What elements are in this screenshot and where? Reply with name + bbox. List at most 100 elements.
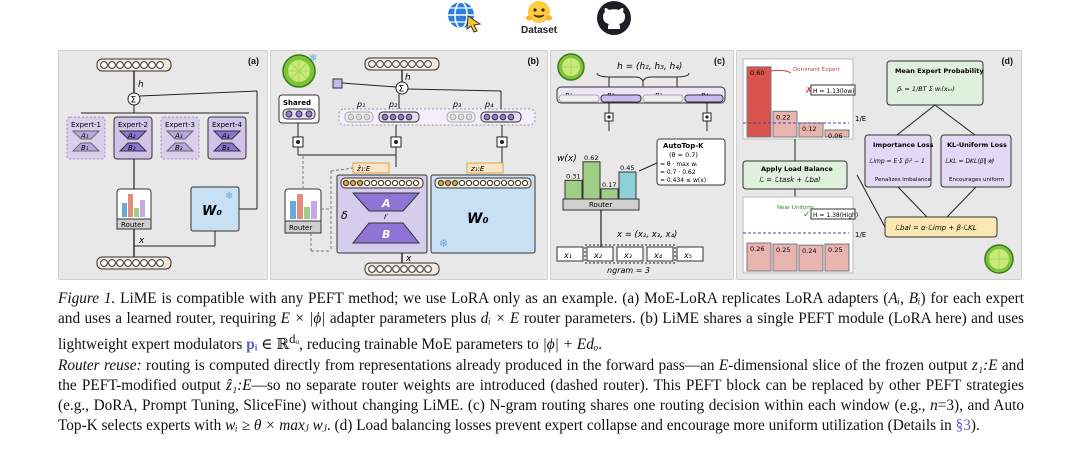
topk-title: AutoTop-K — [663, 142, 704, 150]
top-bar-label: 0.06 — [828, 132, 842, 140]
kl-eq: ℒKL = DKL(p̄‖𝒰) — [945, 158, 994, 165]
r-label: r — [384, 212, 388, 221]
svg-text:❄: ❄ — [439, 237, 448, 250]
panel-a-diagram: h Σ Expert-1 A₁ B₁ Expert-2 A₂ B₂ — [66, 58, 258, 270]
dominant-expert-label: Dominant Expert — [793, 67, 841, 73]
topk-line-2: = 0.7 · 0.62 — [660, 169, 696, 176]
caption-math: Aᵢ, Bᵢ — [888, 290, 921, 307]
top-bar — [746, 66, 772, 138]
svg-text:✗: ✗ — [805, 86, 813, 96]
caption-text: routing is computed directly from repres… — [141, 356, 719, 374]
router-label: Router — [589, 201, 612, 209]
expert-b: B₃ — [175, 144, 183, 152]
top-expert-bars: 0.600.220.120.06 — [746, 66, 850, 140]
kl-sub: Encourages uniform — [949, 177, 1004, 183]
caption-math: ∈ ℝ — [257, 336, 290, 354]
panel-b-label: (b) — [527, 56, 540, 66]
bottom-bar — [746, 242, 772, 272]
expert-title: Expert-2 — [118, 121, 148, 129]
apply-title: Apply Load Balance — [761, 165, 833, 173]
token: x₃ — [623, 251, 632, 260]
expert-4: Expert-4 A₄ B₄ — [207, 116, 247, 160]
expert-1: Expert-1 A₁ B₁ — [66, 116, 106, 160]
w0-block-b: W₀ ❄ — [430, 174, 536, 254]
token: x₄ — [653, 251, 663, 260]
bottom-bar-label: 0.25 — [828, 246, 842, 254]
lime-logo: ❄ — [282, 53, 317, 88]
apply-load-balance-box: Apply Load Balance ℒ = ℒtask + ℒbal — [742, 160, 848, 190]
caption-text: ). — [970, 417, 980, 435]
caption-router-reuse: Router reuse: — [58, 356, 142, 374]
panel-a-label: (a) — [248, 56, 259, 66]
topk-line-3: = 0.434 ≤ w(x) — [660, 177, 706, 184]
ngram-label: ngram = 3 — [607, 266, 650, 275]
dataset-link[interactable]: Dataset — [521, 0, 557, 36]
caption-text: ) for each expert and uses a learned rou… — [58, 290, 1024, 328]
bottom-bar-label: 0.24 — [802, 247, 816, 255]
caption-math: |ϕ| + Edₒ — [542, 336, 599, 354]
lime-logo — [984, 244, 1014, 274]
token: x₁ — [563, 251, 572, 260]
imp-sub: Penalizes imbalance — [875, 177, 931, 183]
token: x₅ — [683, 251, 692, 260]
input-tokens — [100, 259, 164, 267]
caption-text: —so no separate router weights are intro… — [58, 376, 1025, 415]
panel-a: (a) h Σ Expert-1 A₁ B₁ — [58, 50, 268, 280]
router-label: Router — [289, 224, 312, 232]
caption-section-link[interactable]: §3 — [955, 417, 971, 435]
panel-d-diagram: 0.600.220.120.06 1/E Dominant Expert H =… — [742, 58, 1014, 274]
sum-symbol: Σ — [399, 85, 405, 95]
panel-c-label: (c) — [714, 56, 725, 66]
entropy-high: H = 1.38(High) — [813, 212, 858, 219]
caption-math: pᵢ — [246, 336, 258, 354]
bottom-bar — [824, 243, 850, 272]
bal-eq: ℒbal = α·ℒimp + β·ℒKL — [895, 224, 977, 232]
h-label: h — [405, 73, 411, 83]
lime-logo — [557, 53, 585, 81]
imp-title: Importance Loss — [873, 141, 934, 149]
expert-b: B₄ — [222, 144, 230, 152]
caption-math: E × |ϕ| — [280, 310, 326, 328]
w0-label: W₀ — [202, 204, 222, 219]
shared-modulator: Shared — [278, 94, 320, 124]
svg-text:❄: ❄ — [309, 53, 317, 64]
top-bar — [824, 129, 850, 138]
z-hat-label: ẑ₁:E — [356, 165, 371, 173]
expert-a: A₄ — [221, 132, 230, 140]
caption-text: LiME is compatible with any PEFT method;… — [115, 290, 889, 307]
mean-title: Mean Expert Probability — [895, 67, 984, 75]
website-link[interactable] — [444, 0, 484, 34]
router-bar — [564, 179, 583, 200]
router-bar-label: 0.45 — [620, 164, 634, 172]
router-b: Router — [284, 188, 322, 234]
wx-label: w(x) — [557, 154, 577, 164]
expert-2: Expert-2 A₂ B₂ — [113, 116, 153, 160]
p1-label: p₁ — [356, 100, 365, 109]
expert-b: B₁ — [81, 144, 89, 152]
expert-3: Expert-3 A₃ B₃ — [160, 116, 200, 160]
github-link[interactable] — [596, 0, 632, 36]
imp-eq: ℒimp = E·Σ p̄ᵢ² − 1 — [869, 158, 925, 165]
x-label: x — [405, 254, 412, 264]
router-weight-bars: 0.310.620.170.45 — [564, 154, 637, 200]
expert-title: Expert-3 — [165, 121, 195, 129]
router-label: Router — [121, 221, 144, 229]
delta-label: δ — [341, 209, 348, 222]
expert-modulators: p₁ p₂ p₃ p₄ — [338, 100, 536, 126]
kl-title: KL-Uniform Loss — [947, 141, 1007, 149]
h-tuple: h = (h₂, h₃, h₄) — [617, 62, 682, 72]
panel-d-label: (d) — [1001, 56, 1014, 66]
panel-c-diagram: h = (h₂, h₃, h₄) p₁ p₂ p₃ p₄ w(x) 0.31 — [556, 53, 726, 275]
bottom-bar-label: 0.26 — [750, 245, 764, 253]
caption-math: z₁:E — [971, 356, 998, 374]
router-bar — [582, 161, 601, 200]
mean-probability-box: Mean Expert Probability p̄ᵢ = 1/BT Σ wᵢ(… — [886, 60, 984, 106]
w0-block: W₀ ❄ — [190, 186, 240, 232]
a-label: A — [381, 197, 391, 210]
github-icon — [597, 1, 631, 35]
figure-caption: Figure 1. LiME is compatible with any PE… — [58, 289, 1024, 437]
sum-symbol: Σ — [131, 96, 137, 106]
caption-math: dₒ — [289, 332, 300, 347]
caption-text: and the PEFT-modified output — [58, 356, 1024, 394]
bottom-bar-label: 0.25 — [776, 246, 790, 254]
